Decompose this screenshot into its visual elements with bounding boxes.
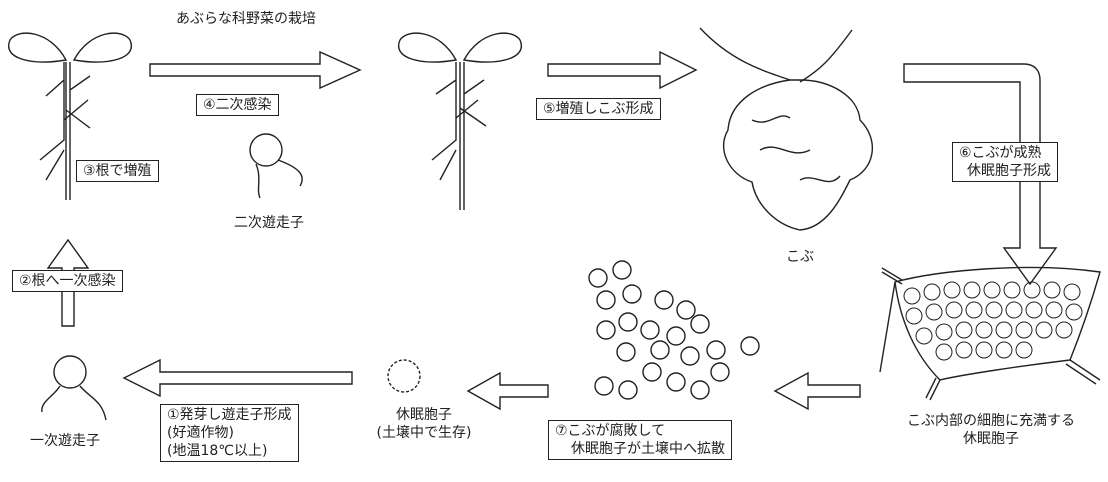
seedling-2-icon xyxy=(397,32,523,210)
step-6-line-2: 休眠胞子形成 xyxy=(967,163,1051,179)
step-6-box: ⑥こぶが成熟 休眠胞子形成 xyxy=(952,142,1058,182)
primary-zoospore-icon xyxy=(41,355,107,421)
step-5-box: ⑤増殖しこぶ形成 xyxy=(536,98,661,120)
resting-spore-line-1: 休眠胞子 xyxy=(396,407,452,423)
dispersed-spores-icon xyxy=(588,260,760,400)
gall-label: こぶ xyxy=(786,249,814,265)
secondary-zoospore-icon xyxy=(249,133,303,199)
arrow-up xyxy=(46,238,90,327)
step-1-line-1: ①発芽し遊走子形成 xyxy=(167,407,292,423)
arrow-top-2 xyxy=(547,50,698,90)
step-7-line-2: 休眠胞子が土壌中へ拡散 xyxy=(571,441,725,457)
step-1-line-3: (地温18℃以上) xyxy=(167,443,268,459)
arrow-top-1 xyxy=(149,50,362,90)
cells-label-line-2: 休眠胞子 xyxy=(963,431,1019,447)
resting-spore-icon xyxy=(387,359,421,393)
step-4-box: ④二次感染 xyxy=(196,94,279,116)
step-1-line-2: (好適作物) xyxy=(167,425,234,441)
diagram-title: あぶらな科野菜の栽培 xyxy=(176,11,316,27)
cells-label: こぶ内部の細胞に充満する 休眠胞子 xyxy=(886,412,1096,448)
arrow-bottom-3 xyxy=(122,358,353,398)
step-7-box: ⑦こぶが腐敗して 休眠胞子が土壌中へ拡散 xyxy=(548,420,732,460)
cells-full-of-spores-icon xyxy=(879,266,1101,401)
step-6-line-1: ⑥こぶが成熟 xyxy=(959,145,1042,161)
step-1-box: ①発芽し遊走子形成 (好適作物) (地温18℃以上) xyxy=(160,404,299,462)
step-2-box: ②根へ一次感染 xyxy=(12,270,123,292)
arrow-top-right-L xyxy=(903,63,1058,286)
secondary-zoospore-label: 二次遊走子 xyxy=(234,215,304,231)
resting-spore-label: 休眠胞子 (土壌中で生存) xyxy=(364,406,484,442)
primary-zoospore-label: 一次遊走子 xyxy=(30,433,100,449)
cells-label-line-1: こぶ内部の細胞に充満する xyxy=(907,413,1075,429)
gall-icon xyxy=(699,27,874,231)
step-3-box: ③根で増殖 xyxy=(76,160,159,182)
arrow-bottom-2 xyxy=(466,371,549,411)
seedling-1-icon xyxy=(7,32,133,200)
arrow-bottom-1 xyxy=(773,371,861,411)
resting-spore-line-2: (土壌中で生存) xyxy=(376,425,472,441)
step-7-line-1: ⑦こぶが腐敗して xyxy=(555,423,666,439)
